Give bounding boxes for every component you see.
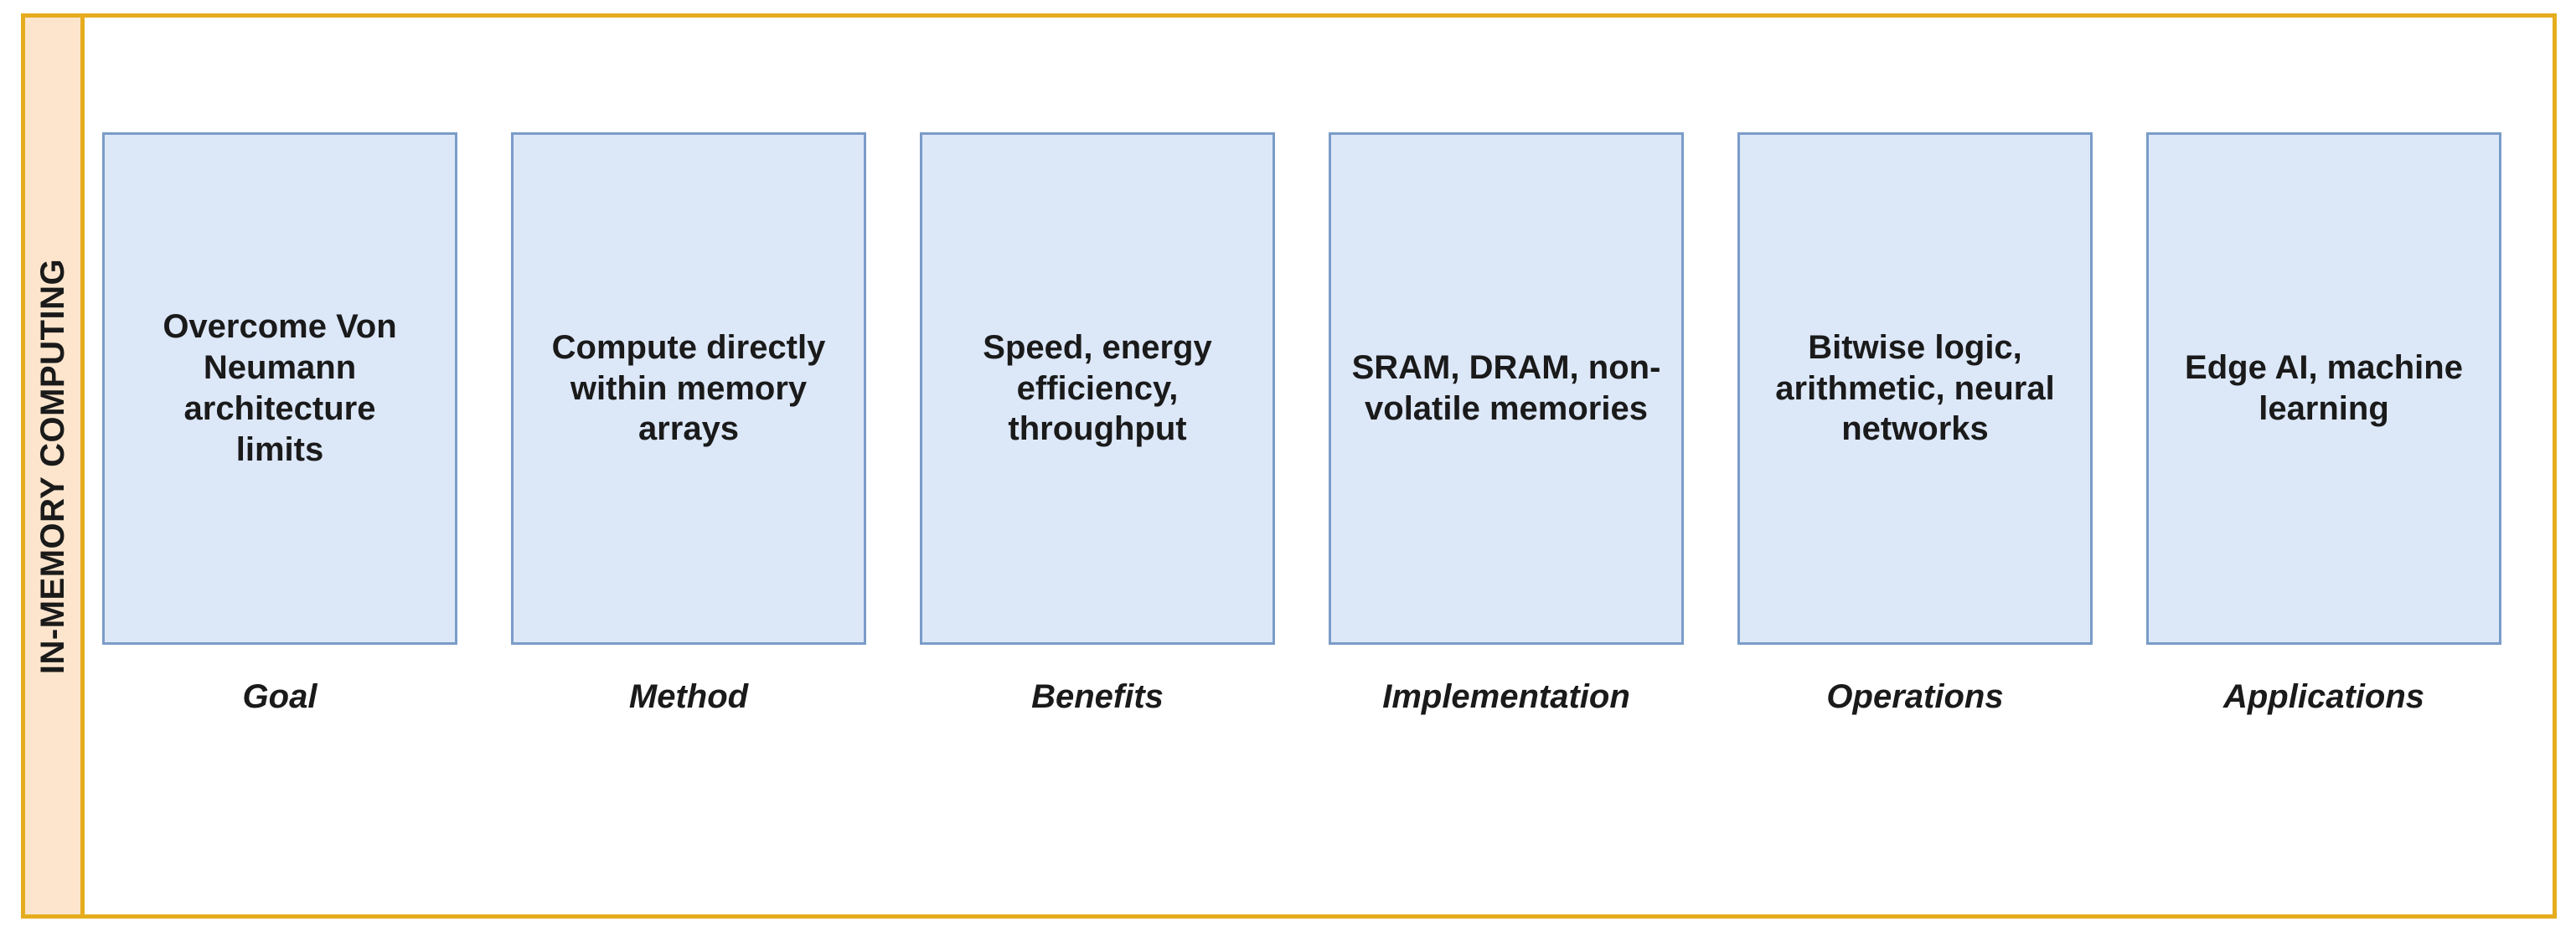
concept-box-text: Edge AI, machine learning [2185, 349, 2463, 427]
concept-box-method: Compute directly within memory arrays Me… [511, 132, 866, 715]
concept-box-applications: Edge AI, machine learning Applications [2146, 132, 2501, 715]
concept-box-benefits: Speed, energy efficiency, throughput Ben… [920, 132, 1275, 715]
concept-box-caption: Implementation [1382, 678, 1630, 715]
concept-box-text: Speed, energy efficiency, throughput [983, 328, 1212, 448]
concept-box-text: SRAM, DRAM, non- volatile memories [1351, 349, 1661, 427]
concept-box-caption: Operations [1826, 678, 2004, 715]
concept-box-card: Compute directly within memory arrays [511, 132, 866, 645]
concept-box-card: Overcome Von Neumann architecture limits [102, 132, 457, 645]
concept-box-card: Bitwise logic, arithmetic, neural networ… [1737, 132, 2093, 645]
concept-box-goal: Overcome Von Neumann architecture limits… [102, 132, 457, 715]
vertical-title-band: IN-MEMORY COMPUTING [21, 13, 85, 919]
concept-box-caption: Method [628, 678, 749, 715]
concept-box-caption: Applications [2222, 678, 2425, 715]
concept-box-text: Bitwise logic, arithmetic, neural networ… [1775, 328, 2055, 448]
concept-box-caption: Goal [242, 678, 317, 715]
concept-box-text: Overcome Von Neumann architecture limits [163, 308, 397, 468]
vertical-title-band-inner: IN-MEMORY COMPUTING [25, 18, 80, 914]
concept-box-card: Edge AI, machine learning [2146, 132, 2501, 645]
concept-box-card: Speed, energy efficiency, throughput [920, 132, 1275, 645]
concept-box-implementation: SRAM, DRAM, non- volatile memories Imple… [1329, 132, 1684, 715]
concept-box-caption: Benefits [1031, 678, 1164, 715]
concept-box-operations: Bitwise logic, arithmetic, neural networ… [1737, 132, 2093, 715]
concept-box-row: Overcome Von Neumann architecture limits… [102, 132, 2522, 735]
concept-box-text: Compute directly within memory arrays [551, 328, 826, 448]
concept-box-card: SRAM, DRAM, non- volatile memories [1329, 132, 1684, 645]
vertical-title-label: IN-MEMORY COMPUTING [34, 258, 72, 674]
